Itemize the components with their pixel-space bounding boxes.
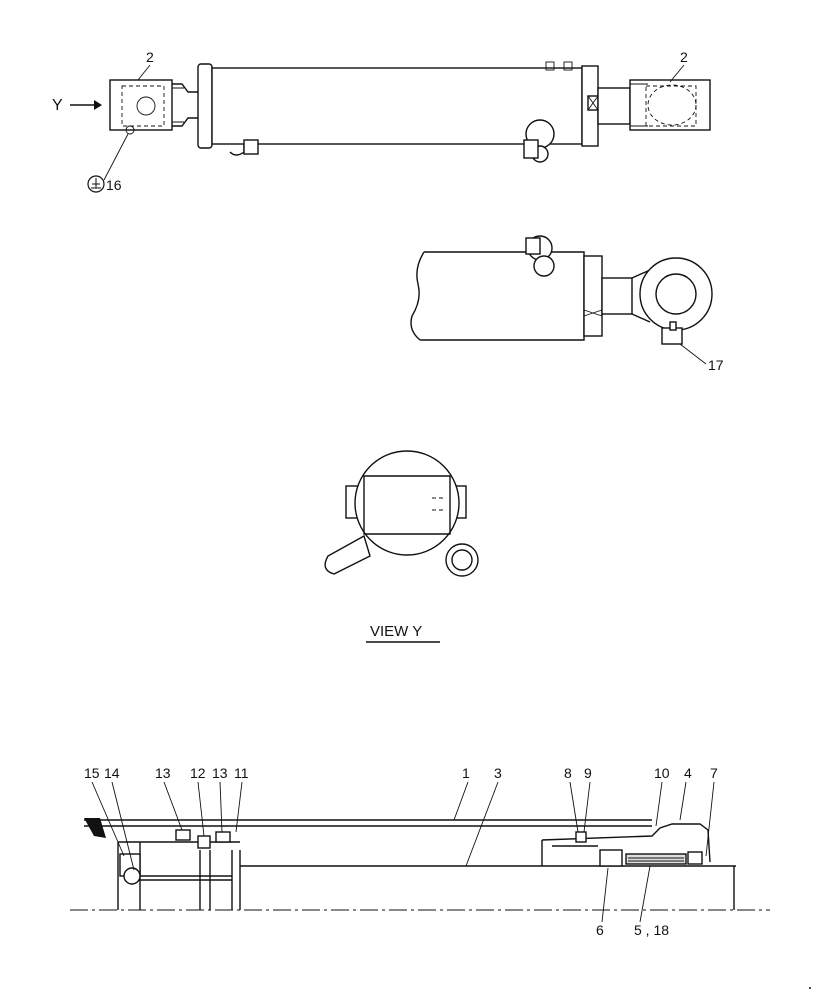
label-view-y: Y [52,97,63,114]
label-3: 3 [494,765,502,781]
label-9: 9 [584,765,592,781]
label-17: 17 [708,357,724,373]
label-14: 14 [104,765,120,781]
view-y-end-view [324,450,479,577]
label-7: 7 [710,765,718,781]
section-view-labels: 15 14 13 12 13 11 1 3 8 9 10 4 7 6 5 , 1… [84,765,718,938]
label-4: 4 [684,765,692,781]
label-16: 16 [106,177,122,193]
label-11: 11 [234,765,249,781]
label-2-left: 2 [146,49,154,65]
cylinder-side-view [410,235,713,345]
top-view-labels: 2 2 Y 16 [52,49,688,193]
left-clevis [109,79,173,131]
label-8: 8 [564,765,572,781]
view-y-title: VIEW Y [370,623,422,640]
label-1: 1 [462,765,470,781]
label-10: 10 [654,765,670,781]
label-5-18: 5 , 18 [634,922,669,938]
label-2-right: 2 [680,49,688,65]
grease-fitting-icon [87,175,105,193]
label-6: 6 [596,922,604,938]
cylinder-top-view [109,61,711,163]
label-15: 15 [84,765,100,781]
label-13-left: 13 [155,765,171,781]
label-12: 12 [190,765,206,781]
right-clevis [629,79,711,131]
cylinder-section-view [70,818,770,911]
cylinder-barrel [211,67,583,145]
label-13-right: 13 [212,765,228,781]
